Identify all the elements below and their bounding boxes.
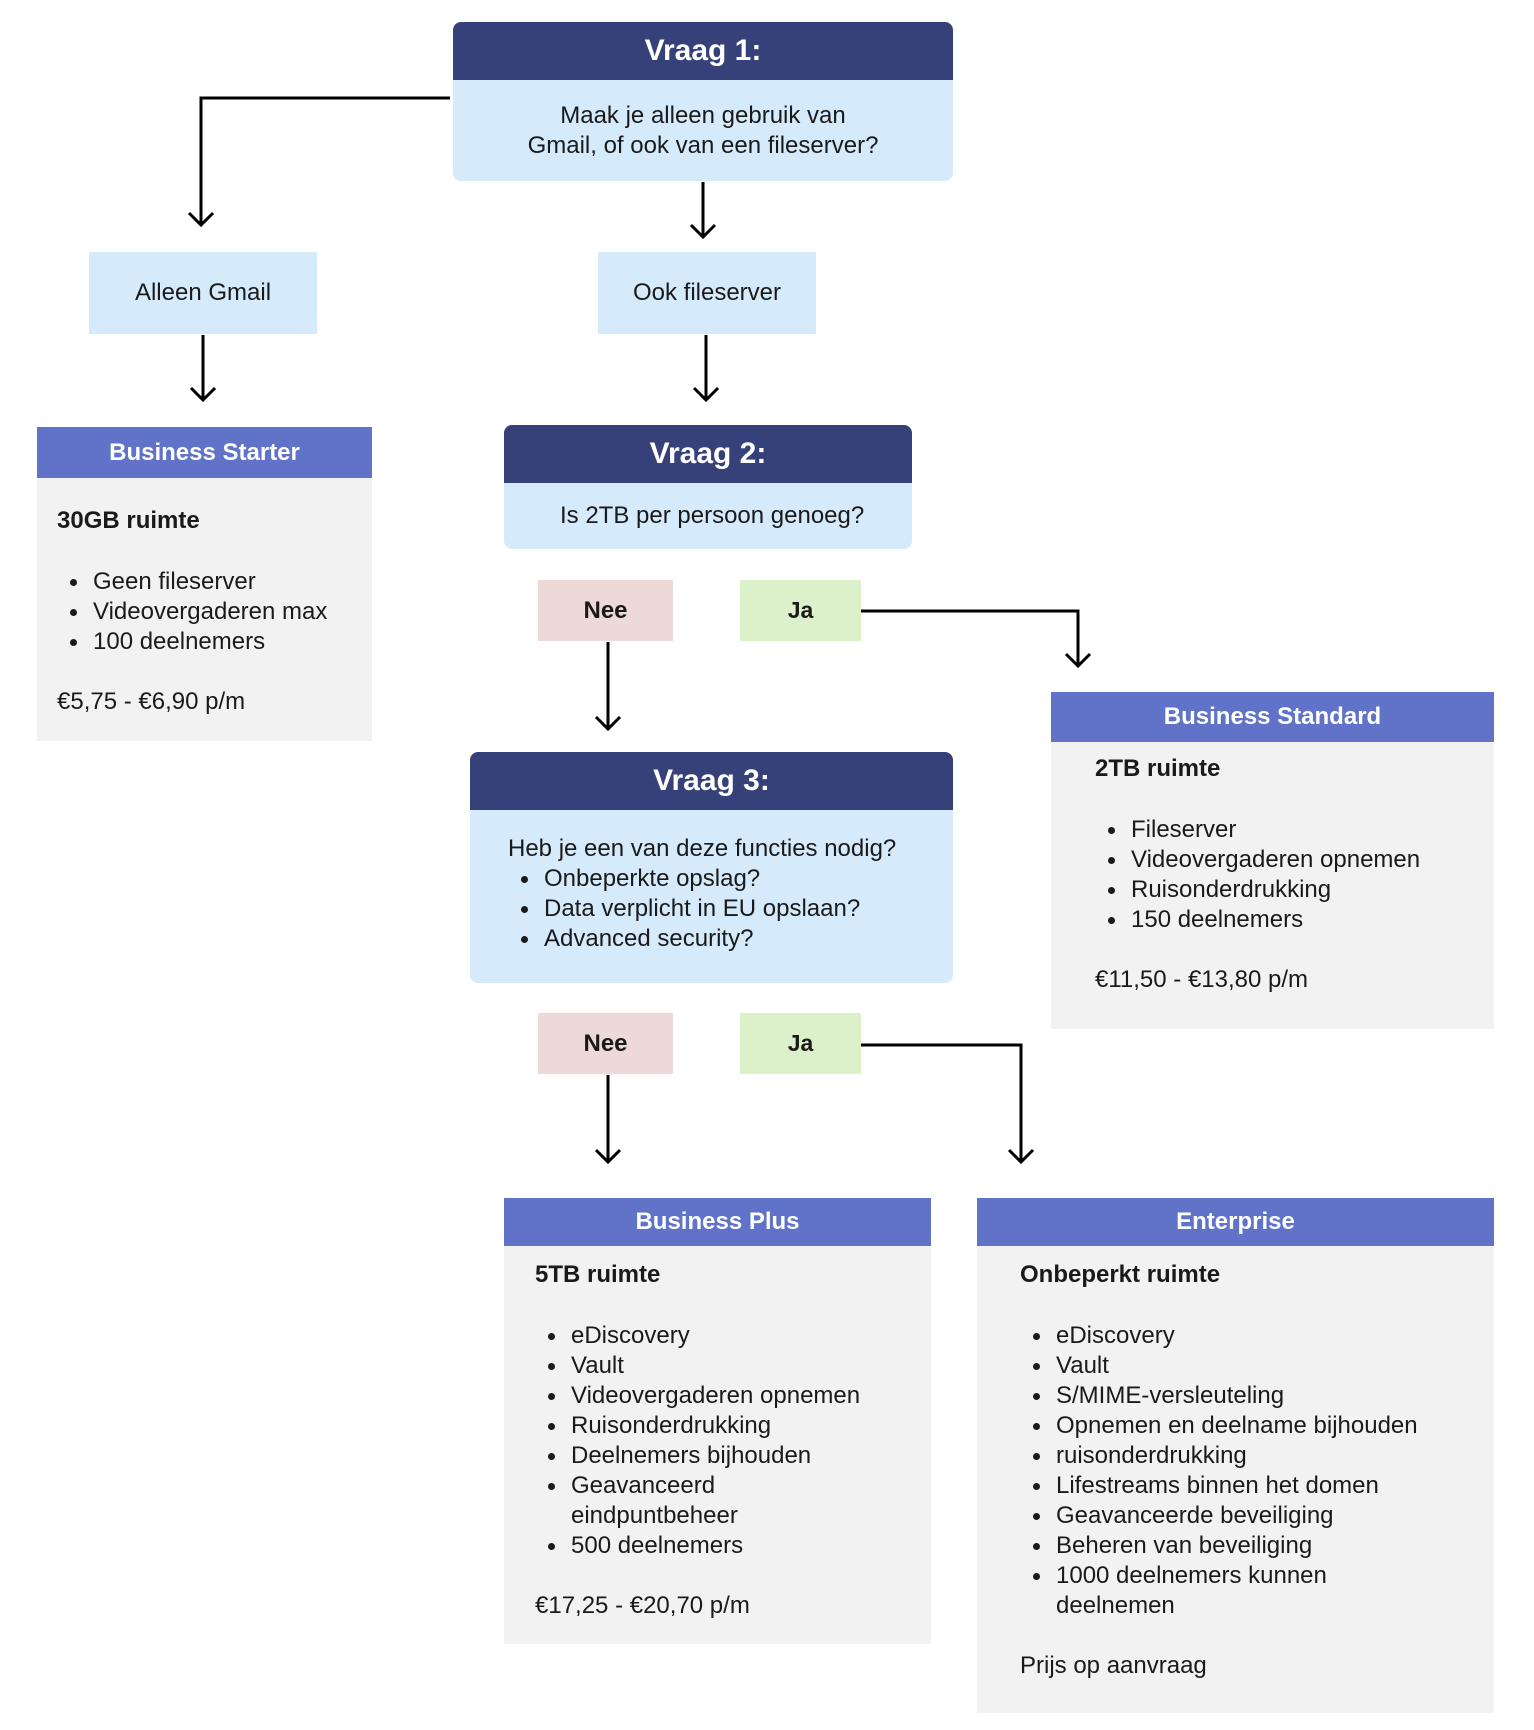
list-item: Data verplicht in EU opslaan? [508,894,933,924]
vraag3-answer-ja: Ja [740,1013,861,1074]
answer-alleen-gmail: Alleen Gmail [89,252,317,334]
list-item: Videovergaderen opnemen [535,1381,860,1411]
plan-enterprise-space: Onbeperkt ruimte [1020,1261,1221,1288]
plan-enterprise-price: Prijs op aanvraag [1020,1652,1207,1679]
vraag3-body: Heb je een van deze functies nodig? Onbe… [470,810,953,983]
list-item: Lifestreams binnen het domen [1020,1471,1440,1501]
list-item: Beheren van beveiliging [1020,1531,1440,1561]
arrow-head [692,386,720,403]
arrow-head [1064,652,1092,669]
vraag3-answer-nee-label: Nee [583,1029,628,1057]
list-item: 100 deelnemers [57,627,352,657]
list-item: Opnemen en deelname bijhouden [1020,1411,1440,1441]
list-item: Geen fileserver [57,567,352,597]
plan-business-plus-space: 5TB ruimte [535,1261,661,1288]
answer-alleen-gmail-label: Alleen Gmail [134,279,272,306]
plan-business-starter-space: 30GB ruimte [57,507,200,534]
vraag1-line-1: Maak je alleen gebruik van [560,101,846,129]
list-item: Vault [1020,1351,1440,1381]
plan-business-starter-body: 30GB ruimte Geen fileserver Videovergade… [37,478,372,741]
plan-business-plus-price: €17,25 - €20,70 p/m [535,1592,750,1619]
plan-business-plus-body: 5TB ruimte eDiscovery Vault Videovergade… [504,1246,931,1644]
list-item: Advanced security? [508,924,933,954]
arrow-q1-to-alleen-gmail [199,96,450,225]
list-item: Fileserver [1095,815,1474,845]
plan-business-standard-name: Business Standard [1163,703,1382,730]
list-item: 150 deelnemers [1095,905,1474,935]
arrow-head [187,211,215,228]
answer-ook-fileserver: Ook fileserver [598,252,816,334]
plan-enterprise-body: Onbeperkt ruimte eDiscovery Vault S/MIME… [977,1246,1494,1713]
plan-business-standard-header: Business Standard [1051,692,1494,742]
vraag1-line-2: Gmail, of ook van een fileserver? [527,131,879,159]
vraag2-title: Vraag 2: [649,437,767,470]
list-item: Geavanceerd eindpuntbeheer [535,1471,801,1531]
list-item: Deelnemers bijhouden [535,1441,835,1471]
vraag2-text: Is 2TB per persoon genoeg? [560,502,865,529]
list-item: Onbeperkte opslag? [508,864,933,894]
arrow-head [594,1148,622,1165]
vraag1-header: Vraag 1: [453,22,953,80]
vraag1-title: Vraag 1: [644,34,762,67]
vraag1-body: Maak je alleen gebruik van Gmail, of ook… [453,80,953,181]
vraag3-answer-ja-label: Ja [787,1030,814,1056]
vraag2-answer-ja-label: Ja [787,597,814,623]
plan-business-plus-header: Business Plus [504,1198,931,1246]
plan-business-starter-price: €5,75 - €6,90 p/m [57,688,246,715]
plan-business-standard-space: 2TB ruimte [1095,755,1221,782]
arrow-head [689,223,717,240]
list-item: 1000 deelnemers kunnen deelnemen [1020,1561,1386,1621]
arrow-q2-ja-to-standard [861,609,1080,666]
arrow-head [189,386,217,403]
plan-business-starter-features: Geen fileserver Videovergaderen max 100 … [57,567,352,657]
vraag3-header: Vraag 3: [470,752,953,810]
list-item: 500 deelnemers [535,1531,835,1561]
vraag2-answer-nee: Nee [538,580,673,641]
list-item: ruisonderdrukking [1020,1441,1440,1471]
arrow-head [1007,1148,1035,1165]
plan-business-standard-price: €11,50 - €13,80 p/m [1095,966,1309,993]
plan-enterprise-features: eDiscovery Vault S/MIME-versleuteling Op… [1020,1321,1440,1621]
plan-enterprise-name: Enterprise [1176,1208,1295,1235]
vraag2-header: Vraag 2: [504,425,912,483]
plan-business-standard-features: Fileserver Videovergaderen opnemen Ruiso… [1095,815,1474,935]
vraag3-title: Vraag 3: [653,764,770,797]
vraag2-answer-nee-label: Nee [583,596,628,624]
list-item: Geavanceerde beveiliging [1020,1501,1440,1531]
list-item: Ruisonderdrukking [1095,875,1474,905]
list-item: Videovergaderen opnemen [1095,845,1474,875]
vraag2-body: Is 2TB per persoon genoeg? [504,483,912,549]
vraag3-intro: Heb je een van deze functies nodig? [508,835,897,862]
list-item: eDiscovery [1020,1321,1440,1351]
list-item: Videovergaderen max [57,597,352,627]
arrow-q3-ja-to-enterprise [861,1043,1023,1162]
vraag3-answer-nee: Nee [538,1013,673,1074]
vraag2-answer-ja: Ja [740,580,861,641]
answer-ook-fileserver-label: Ook fileserver [632,279,782,306]
plan-enterprise-header: Enterprise [977,1198,1494,1246]
list-item: Ruisonderdrukking [535,1411,835,1441]
list-item: eDiscovery [535,1321,835,1351]
arrow-head [594,715,622,732]
plan-business-plus-features: eDiscovery Vault Videovergaderen opnemen… [535,1321,860,1561]
plan-business-standard-body: 2TB ruimte Fileserver Videovergaderen op… [1051,742,1494,1029]
plan-business-starter-name: Business Starter [109,438,300,466]
plan-business-plus-name: Business Plus [635,1208,800,1235]
list-item: Vault [535,1351,835,1381]
plan-business-starter-header: Business Starter [37,427,372,478]
vraag3-functions: Onbeperkte opslag? Data verplicht in EU … [508,864,933,954]
list-item: S/MIME-versleuteling [1020,1381,1440,1411]
